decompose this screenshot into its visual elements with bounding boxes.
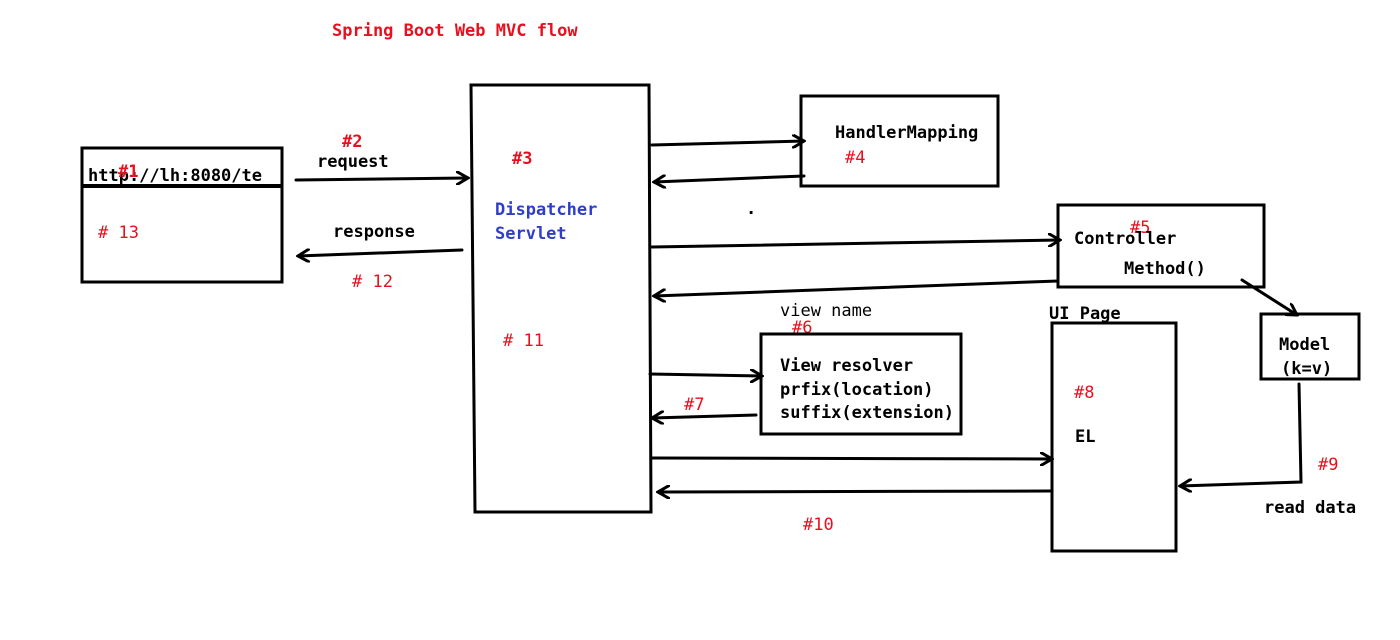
view-name-label: view name — [780, 301, 872, 321]
ui-page-title: UI Page — [1049, 304, 1121, 324]
step-4-label: #4 — [845, 148, 865, 168]
view-resolver-frame — [759, 332, 963, 436]
dispatcher-title-line1: Dispatcher — [495, 200, 597, 220]
model-kv-label: (k=v) — [1281, 359, 1332, 379]
to-handler-mapping-arrow — [650, 141, 804, 145]
to-controller-arrow — [650, 240, 1060, 249]
step-12-label: # 12 — [352, 272, 393, 292]
from-ui-page-arrow — [658, 491, 1052, 492]
view-resolver-box: View resolver prfix(location) suffix(ext… — [759, 332, 963, 436]
view-resolver-prefix: prfix(location) — [780, 380, 934, 400]
response-label: response — [333, 222, 415, 242]
view-resolver-title: View resolver — [780, 356, 913, 376]
model-to-ui-page-arrow — [1180, 382, 1303, 486]
read-data-label: read data — [1264, 498, 1356, 518]
to-view-resolver-arrow — [648, 374, 762, 376]
from-view-resolver-arrow — [652, 415, 758, 418]
controller-to-model-arrow — [1240, 278, 1297, 315]
to-ui-page-arrow — [650, 458, 1052, 459]
request-arrow — [294, 178, 468, 180]
dispatcher-title-line2: Servlet — [495, 224, 567, 244]
response-arrow — [298, 248, 464, 256]
step-3-label: #3 — [512, 149, 532, 169]
ui-page-frame — [1050, 321, 1178, 553]
model-box: Model (k=v) — [1259, 312, 1361, 381]
ui-page-box: UI Page #8 EL — [1049, 304, 1178, 553]
diagram-title: Spring Boot Web MVC flow — [332, 21, 578, 41]
request-label: request — [317, 152, 389, 172]
dispatcher-servlet-box: #3 Dispatcher Servlet # 11 — [469, 83, 653, 514]
view-resolver-suffix: suffix(extension) — [780, 403, 954, 423]
stray-dot: . — [746, 199, 756, 219]
step-1-label: #1 — [118, 162, 138, 182]
step-8-label: #8 — [1074, 383, 1094, 403]
step-13-label: # 13 — [98, 223, 139, 243]
controller-box: #5 Controller Method() — [1056, 203, 1266, 289]
handler-mapping-label: HandlerMapping — [835, 123, 978, 143]
from-handler-mapping-arrow — [654, 174, 806, 182]
step-9-label: #9 — [1318, 455, 1338, 475]
from-controller-arrow — [654, 279, 1060, 296]
step-5-label: #5 — [1130, 218, 1150, 238]
browser-frame — [80, 146, 284, 284]
model-label: Model — [1279, 335, 1330, 355]
model-frame — [1259, 312, 1361, 381]
browser-url: http://lh:8080/te — [88, 166, 262, 186]
controller-label: Controller — [1074, 229, 1176, 249]
step-11-label: # 11 — [503, 331, 544, 351]
handler-mapping-box: HandlerMapping #4 — [799, 94, 1000, 188]
step-10-label: #10 — [803, 515, 834, 535]
browser-box: http://lh:8080/te #1 # 13 — [80, 146, 284, 284]
step-7-label: #7 — [684, 395, 704, 415]
dispatcher-frame — [469, 83, 653, 514]
ui-page-el-label: EL — [1075, 427, 1095, 447]
step-2-label: #2 — [342, 132, 362, 152]
controller-method-label: Method() — [1124, 259, 1206, 279]
